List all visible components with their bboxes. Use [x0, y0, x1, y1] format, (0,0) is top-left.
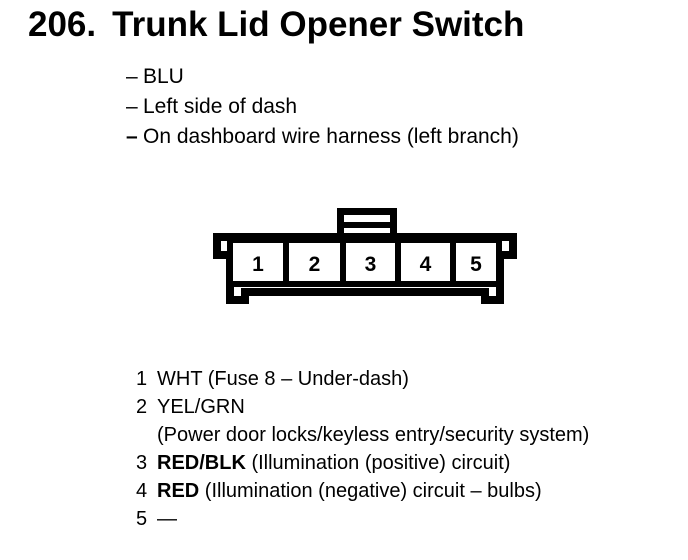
latch-tab-top	[337, 208, 397, 215]
attribute-text: On dashboard wire harness (left branch)	[143, 125, 519, 148]
pin-description: YEL/GRN (Power door locks/keyless entry/…	[157, 393, 589, 449]
left-step	[213, 251, 233, 259]
attribute-text: BLU	[143, 65, 184, 88]
right-outer-edge	[509, 233, 517, 259]
wire-color-code: —	[157, 508, 177, 530]
wire-function: (Illumination (negative) circuit – bulbs…	[204, 480, 542, 502]
pin-cell-number: 2	[309, 253, 321, 276]
wire-color-code: YEL/GRN	[157, 396, 245, 418]
wire-color-code: WHT	[157, 368, 203, 390]
pin-row-3: 3 RED/BLK (Illumination (positive) circu…	[136, 449, 589, 477]
pin-description: —	[157, 505, 177, 533]
bullet-dash: –	[126, 65, 138, 88]
pin-row-2: 2 YEL/GRN (Power door locks/keyless entr…	[136, 393, 589, 449]
left-outer-edge	[213, 233, 221, 259]
connector-diagram: 1 2 3 4 5	[213, 208, 517, 304]
pin-description: RED/BLK (Illumination (positive) circuit…	[157, 449, 510, 477]
section-number: 206.	[28, 5, 97, 44]
right-foot-bottom	[481, 296, 504, 304]
pin-cell-number: 3	[365, 253, 377, 276]
pin-cell-numbers: 1 2 3 4 5	[252, 253, 482, 276]
pin-row-1: 1 WHT (Fuse 8 – Under-dash)	[136, 365, 589, 393]
pin-number: 4	[136, 480, 148, 502]
pin-number: 2	[136, 396, 148, 418]
bottom-rail	[241, 288, 489, 296]
pin-cell-number: 5	[470, 253, 482, 276]
bullet-dash: –	[126, 125, 138, 148]
list-item: –Left side of dash	[126, 92, 519, 122]
wire-color-code: RED/BLK	[157, 452, 246, 474]
latch-tab-bar	[337, 222, 397, 228]
wire-function: (Power door locks/keyless entry/security…	[157, 424, 590, 446]
pin-number: 5	[136, 508, 148, 530]
list-item: –BLU	[126, 62, 519, 92]
left-foot-bottom	[226, 296, 249, 304]
pin-description: WHT (Fuse 8 – Under-dash)	[157, 365, 409, 393]
page-title: Trunk Lid Opener Switch	[112, 5, 525, 44]
pin-description: RED (Illumination (negative) circuit – b…	[157, 477, 542, 505]
pin-row-5: 5 —	[136, 505, 589, 533]
pin-cell-5	[450, 237, 502, 287]
bullet-dash: –	[126, 95, 138, 118]
pin-number: 1	[136, 368, 148, 390]
wire-function: (Fuse 8 – Under-dash)	[207, 368, 409, 390]
wire-function: (Illumination (positive) circuit)	[251, 452, 511, 474]
attribute-text: Left side of dash	[143, 95, 298, 118]
wire-color-code: RED	[157, 480, 200, 502]
pin-row-4: 4 RED (Illumination (negative) circuit –…	[136, 477, 589, 505]
list-item: –On dashboard wire harness (left branch)	[126, 122, 519, 152]
latch-tab-left	[337, 208, 344, 234]
pin-cavities	[227, 237, 502, 287]
pin-cell-number: 4	[420, 253, 432, 276]
pin-number: 3	[136, 452, 148, 474]
pin-list: 1 WHT (Fuse 8 – Under-dash) 2 YEL/GRN (P…	[136, 365, 589, 533]
latch-tab-right	[390, 208, 397, 234]
pin-cell-number: 1	[252, 253, 264, 276]
section-header: 206. Trunk Lid Opener Switch	[28, 5, 524, 45]
right-step	[497, 251, 517, 259]
attribute-list: –BLU –Left side of dash –On dashboard wi…	[126, 62, 519, 152]
